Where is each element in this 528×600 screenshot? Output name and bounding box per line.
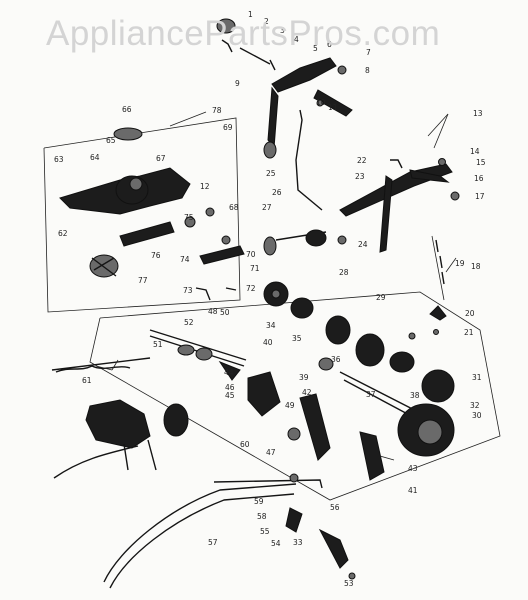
callout-label: 59 <box>254 497 264 506</box>
callout-label: 33 <box>293 538 303 547</box>
callout-label: 42 <box>302 388 312 397</box>
callout-label: 36 <box>331 355 341 364</box>
right-lever-assembly <box>339 158 460 335</box>
shaft-and-handwheel <box>339 371 455 457</box>
part-callouts: 1 2 3 4 5 6 7 8 9 10 11 12 13 14 15 16 1… <box>54 10 486 588</box>
callout-label: 26 <box>272 188 282 197</box>
callout-label: 49 <box>285 401 295 410</box>
callout-label: 72 <box>246 284 256 293</box>
callout-label: 18 <box>471 262 481 271</box>
callout-label: 13 <box>473 109 483 118</box>
callout-label: 28 <box>339 268 349 277</box>
callout-label: 31 <box>472 373 482 382</box>
callout-label: 38 <box>410 391 420 400</box>
subassembly-frame <box>43 117 501 501</box>
callout-label: 43 <box>408 464 418 473</box>
callout-label: 37 <box>366 390 376 399</box>
callout-label: 8 <box>365 66 370 75</box>
callout-leaders <box>95 111 457 461</box>
long-lever-and-rod <box>103 473 356 589</box>
callout-label: 54 <box>271 539 281 548</box>
callout-label: 56 <box>330 503 340 512</box>
callout-label: 32 <box>470 401 480 410</box>
callout-label: 23 <box>355 172 365 181</box>
callout-label: 78 <box>212 106 222 115</box>
callout-label: 10 <box>316 98 326 107</box>
callout-label: 35 <box>292 334 302 343</box>
callout-label: 75 <box>184 213 194 222</box>
callout-label: 51 <box>153 340 163 349</box>
callout-label: 41 <box>408 486 418 495</box>
callout-label: 70 <box>246 250 256 259</box>
callout-label: 30 <box>472 411 482 420</box>
callout-label: 5 <box>313 44 318 53</box>
callout-label: 2 <box>264 17 269 26</box>
callout-label: 19 <box>455 259 465 268</box>
callout-label: 45 <box>225 391 235 400</box>
callout-label: 74 <box>180 255 190 264</box>
callout-label: 40 <box>263 338 273 347</box>
callout-label: 29 <box>376 293 386 302</box>
callout-label: 58 <box>257 512 267 521</box>
callout-label: 44 <box>224 368 234 377</box>
callout-label: 53 <box>344 579 354 588</box>
callout-label: 14 <box>470 147 480 156</box>
callout-label: 6 <box>327 40 332 49</box>
callout-label: 24 <box>358 240 368 249</box>
callout-label: 77 <box>138 276 148 285</box>
callout-label: 69 <box>223 123 233 132</box>
callout-label: 4 <box>294 35 299 44</box>
callout-label: 11 <box>328 103 338 112</box>
center-gears <box>263 229 455 403</box>
left-feed-assembly <box>51 357 189 479</box>
callout-label: 52 <box>184 318 194 327</box>
callout-label: 76 <box>151 251 161 260</box>
callout-label: 34 <box>266 321 276 330</box>
callout-label: 39 <box>299 373 309 382</box>
callout-label: 21 <box>464 328 474 337</box>
cam-assembly <box>59 127 245 301</box>
callout-label: 55 <box>260 527 270 536</box>
callout-label: 1 <box>248 10 253 19</box>
callout-label: 57 <box>208 538 218 547</box>
callout-label: 27 <box>262 203 272 212</box>
callout-label: 7 <box>366 48 371 57</box>
callout-label: 47 <box>266 448 276 457</box>
callout-label: 50 <box>220 308 230 317</box>
callout-label: 68 <box>229 203 239 212</box>
callout-label: 65 <box>106 136 116 145</box>
callout-label: 16 <box>474 174 484 183</box>
callout-label: 73 <box>183 286 193 295</box>
callout-label: 9 <box>235 79 240 88</box>
callout-label: 17 <box>475 192 485 201</box>
callout-label: 46 <box>225 383 235 392</box>
callout-label: 22 <box>357 156 367 165</box>
callout-label: 71 <box>250 264 260 273</box>
callout-label: 66 <box>122 105 132 114</box>
callout-label: 3 <box>280 26 285 35</box>
callout-label: 63 <box>54 155 64 164</box>
callout-label: 67 <box>156 154 166 163</box>
callout-label: 15 <box>476 158 486 167</box>
callout-label: 20 <box>465 309 475 318</box>
callout-label: 12 <box>200 182 210 191</box>
callout-label: 61 <box>82 376 92 385</box>
upper-linkage <box>216 18 353 211</box>
callout-label: 48 <box>208 307 218 316</box>
callout-label: 64 <box>90 153 100 162</box>
callout-label: 62 <box>58 229 68 238</box>
callout-label: 60 <box>240 440 250 449</box>
lower-shaft-assembly <box>149 329 385 481</box>
callout-label: 25 <box>266 169 276 178</box>
